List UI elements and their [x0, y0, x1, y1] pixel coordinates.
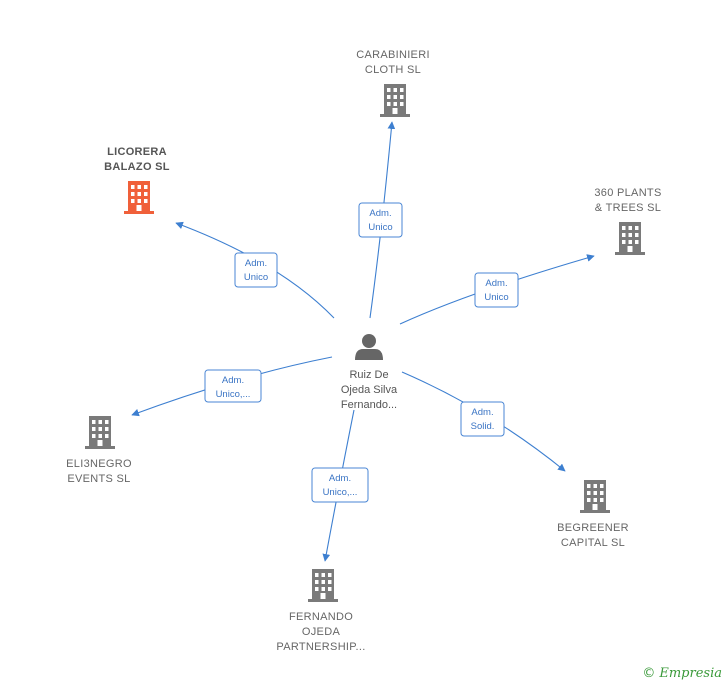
- company-name-line: EVENTS SL: [67, 473, 130, 485]
- edge-label-text: Adm. Unico,...: [216, 375, 251, 400]
- edge-label-text-line: Unico: [244, 272, 268, 283]
- company-node-plants[interactable]: 360 PLANTS & TREES SL: [594, 187, 661, 255]
- edge-label-box: [358, 202, 403, 238]
- edge-label-box: [234, 252, 278, 288]
- edge-label-box: [474, 272, 519, 308]
- edge-label-text-line: Adm.: [471, 407, 493, 418]
- company-name: ELI3NEGRO EVENTS SL: [66, 458, 132, 485]
- company-name: CARABINIERI CLOTH SL: [356, 49, 430, 76]
- edge-label-text: Adm. Unico: [368, 208, 392, 233]
- edge-label-text: Adm. Unico: [244, 258, 268, 283]
- edge-label-fernando[interactable]: Adm. Unico,...: [311, 467, 369, 503]
- edge-label-text-line: Adm.: [369, 208, 391, 219]
- person-name-line: Fernando...: [341, 399, 397, 411]
- edge-label-text-line: Solid.: [471, 421, 495, 432]
- building-icon[interactable]: [308, 569, 338, 602]
- edge-label-text-line: Unico: [484, 292, 508, 303]
- edge-label-box: [311, 467, 369, 503]
- nodes-layer: CARABINIERI CLOTH SL LICORERA BALAZO SL 360 …: [66, 49, 661, 653]
- company-name-line: CLOTH SL: [365, 64, 421, 76]
- edge-label-text: Adm. Unico,...: [323, 473, 358, 498]
- edge-label-plants[interactable]: Adm. Unico: [474, 272, 519, 308]
- company-name-line: CARABINIERI: [356, 49, 430, 61]
- company-node-eli3negro[interactable]: ELI3NEGRO EVENTS SL: [66, 416, 132, 485]
- building-icon[interactable]: [124, 181, 154, 214]
- edge-label-box: [460, 401, 505, 437]
- building-icon[interactable]: [580, 480, 610, 513]
- empresia-watermark[interactable]: ©Empresia: [642, 666, 722, 681]
- company-node-licorera[interactable]: LICORERA BALAZO SL: [104, 146, 170, 214]
- edge-label-text-line: Adm.: [329, 473, 351, 484]
- building-icon[interactable]: [85, 416, 115, 449]
- person-name-line: Ojeda Silva: [341, 384, 398, 396]
- company-name-line: FERNANDO: [289, 611, 353, 623]
- edge-label-text-line: Unico,...: [216, 389, 251, 400]
- edge-label-text-line: Unico,...: [323, 487, 358, 498]
- edge-label-text: Adm. Unico: [484, 278, 508, 303]
- person-name-line: Ruiz De: [349, 369, 388, 381]
- company-name: FERNANDO OJEDA PARTNERSHIP...: [276, 611, 365, 653]
- person-icon: [355, 334, 383, 360]
- building-icon[interactable]: [615, 222, 645, 255]
- company-name-line: PARTNERSHIP...: [276, 641, 365, 653]
- edge-label-eli3negro[interactable]: Adm. Unico,...: [204, 369, 262, 403]
- edge-label-box: [204, 369, 262, 403]
- company-node-begreener[interactable]: BEGREENER CAPITAL SL: [557, 480, 629, 549]
- edge-label-licorera[interactable]: Adm. Unico: [234, 252, 278, 288]
- edge-label-text-line: Adm.: [485, 278, 507, 289]
- company-name: 360 PLANTS & TREES SL: [594, 187, 661, 214]
- company-node-fernando[interactable]: FERNANDO OJEDA PARTNERSHIP...: [276, 569, 365, 653]
- company-name-line: LICORERA: [107, 146, 167, 158]
- edge-label-text-line: Adm.: [245, 258, 267, 269]
- company-name-line: & TREES SL: [595, 202, 661, 214]
- building-icon[interactable]: [380, 84, 410, 117]
- company-name-line: CAPITAL SL: [561, 537, 625, 549]
- company-name-line: 360 PLANTS: [594, 187, 661, 199]
- edge-label-text-line: Adm.: [222, 375, 244, 386]
- company-name-line: ELI3NEGRO: [66, 458, 132, 470]
- company-node-carabinieri[interactable]: CARABINIERI CLOTH SL: [356, 49, 430, 117]
- edge-label-carabinieri[interactable]: Adm. Unico: [358, 202, 403, 238]
- company-name: BEGREENER CAPITAL SL: [557, 522, 629, 549]
- company-name-line: OJEDA: [302, 626, 341, 638]
- watermark-text: Empresia: [659, 666, 722, 681]
- edge-label-text: Adm. Solid.: [471, 407, 495, 432]
- company-name: LICORERA BALAZO SL: [104, 146, 170, 173]
- edge-label-begreener[interactable]: Adm. Solid.: [460, 401, 505, 437]
- company-name-line: BEGREENER: [557, 522, 629, 534]
- edge-label-text-line: Unico: [368, 222, 392, 233]
- edges-layer: Adm.UnicoAdm.UnicoAdm.UnicoAdm.Unico,...…: [131, 121, 595, 562]
- company-name-line: BALAZO SL: [104, 161, 170, 173]
- copyright-symbol: ©: [642, 666, 656, 681]
